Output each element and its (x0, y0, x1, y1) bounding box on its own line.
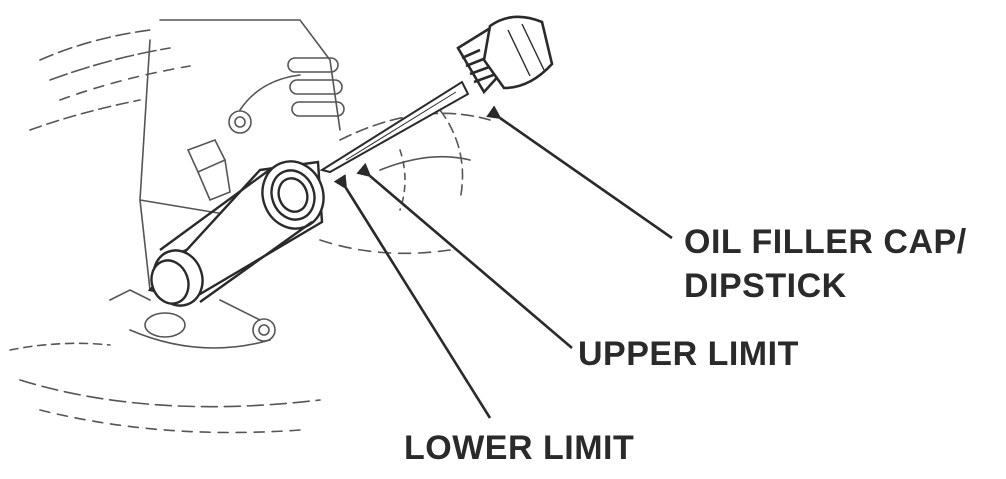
arrow-upper-limit (356, 162, 573, 349)
oil-filler-cap (456, 15, 554, 95)
lower-limit-label: LOWER LIMIT (404, 429, 635, 467)
dipstick-blade (319, 80, 470, 174)
oil-filler-cap-label-line1: OIL FILLER CAP/ (684, 223, 967, 261)
oil-filler-cap-label-line2: DIPSTICK (684, 267, 847, 305)
upper-limit-label: UPPER LIMIT (578, 335, 799, 373)
arrow-oil-filler-cap (486, 105, 673, 240)
leader-arrows (333, 105, 673, 419)
oil-filler-neck (147, 160, 325, 307)
oil-filler-cap-label: OIL FILLER CAP/ DIPSTICK (684, 220, 967, 308)
arrow-lower-limit (333, 174, 492, 419)
